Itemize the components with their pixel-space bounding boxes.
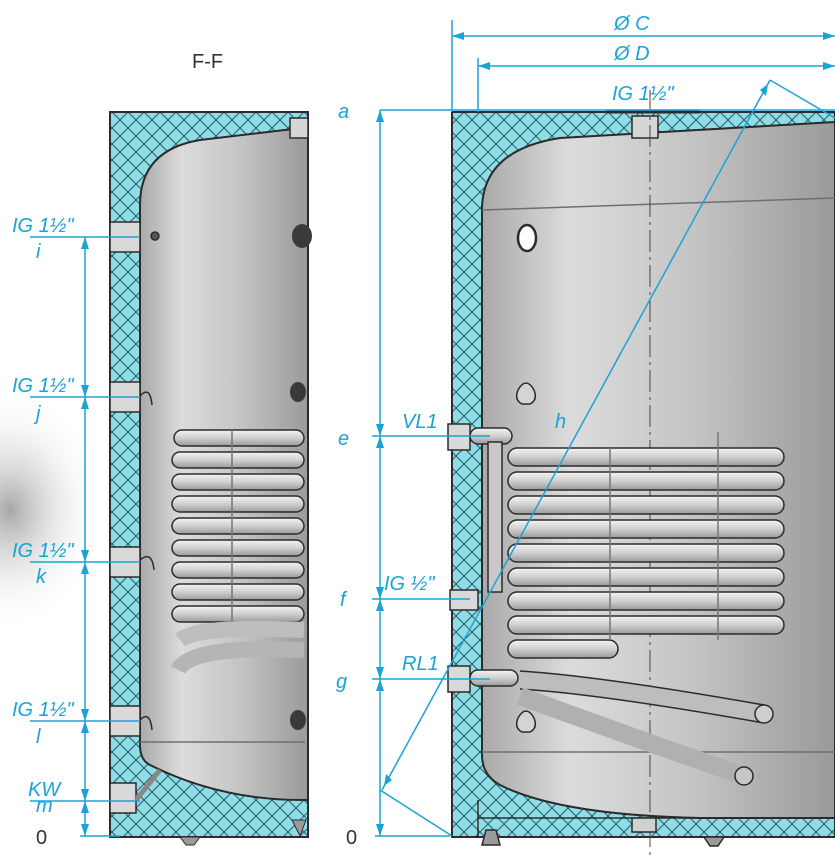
- left-zero-label: 0: [36, 827, 47, 849]
- rl1-label: RL1: [402, 653, 439, 675]
- right-coil: [507, 432, 785, 786]
- top-port-label: IG 1½": [612, 83, 674, 105]
- right-tank-body: [481, 120, 835, 819]
- height-j-label: j: [33, 403, 41, 425]
- diameter-c-label: Ø C: [613, 13, 650, 35]
- height-l-label: l: [36, 726, 41, 748]
- height-e-label: e: [338, 428, 349, 450]
- height-f-label: f: [340, 589, 348, 611]
- diameter-d-label: Ø D: [613, 43, 650, 65]
- height-k-label: k: [36, 566, 47, 588]
- upper-anode-fitting: [515, 382, 537, 405]
- diagonal-h-label: h: [555, 411, 566, 433]
- ig-half-label: IG ½": [384, 573, 435, 595]
- height-i-label: i: [36, 241, 41, 263]
- left-dimension-arrows: [81, 237, 89, 836]
- right-top-port: [631, 115, 659, 139]
- port-kw-label: KW: [28, 779, 62, 801]
- left-section-view: [109, 111, 312, 846]
- section-title: F-F: [192, 51, 223, 73]
- right-zero-label: 0: [346, 827, 357, 849]
- vl1-connection: [447, 423, 513, 593]
- port-j-label: IG 1½": [12, 375, 74, 397]
- background-shade: [0, 390, 105, 630]
- port-i-label: IG 1½": [12, 215, 74, 237]
- ig-half-connection: [449, 589, 479, 611]
- height-g-label: g: [336, 671, 347, 693]
- left-coil: [170, 429, 305, 675]
- port-k-label: IG 1½": [12, 540, 74, 562]
- left-top-port: [289, 117, 309, 139]
- vl1-label: VL1: [402, 411, 438, 433]
- height-a-label: a: [338, 101, 349, 123]
- port-l-label: IG 1½": [12, 699, 74, 721]
- lower-anode-fitting: [515, 710, 537, 733]
- right-dimension-arrows: [376, 32, 835, 836]
- right-dimension-lines: [372, 20, 835, 837]
- right-base: [477, 800, 835, 847]
- right-front-view: [447, 90, 835, 860]
- height-m-label: m: [36, 795, 53, 817]
